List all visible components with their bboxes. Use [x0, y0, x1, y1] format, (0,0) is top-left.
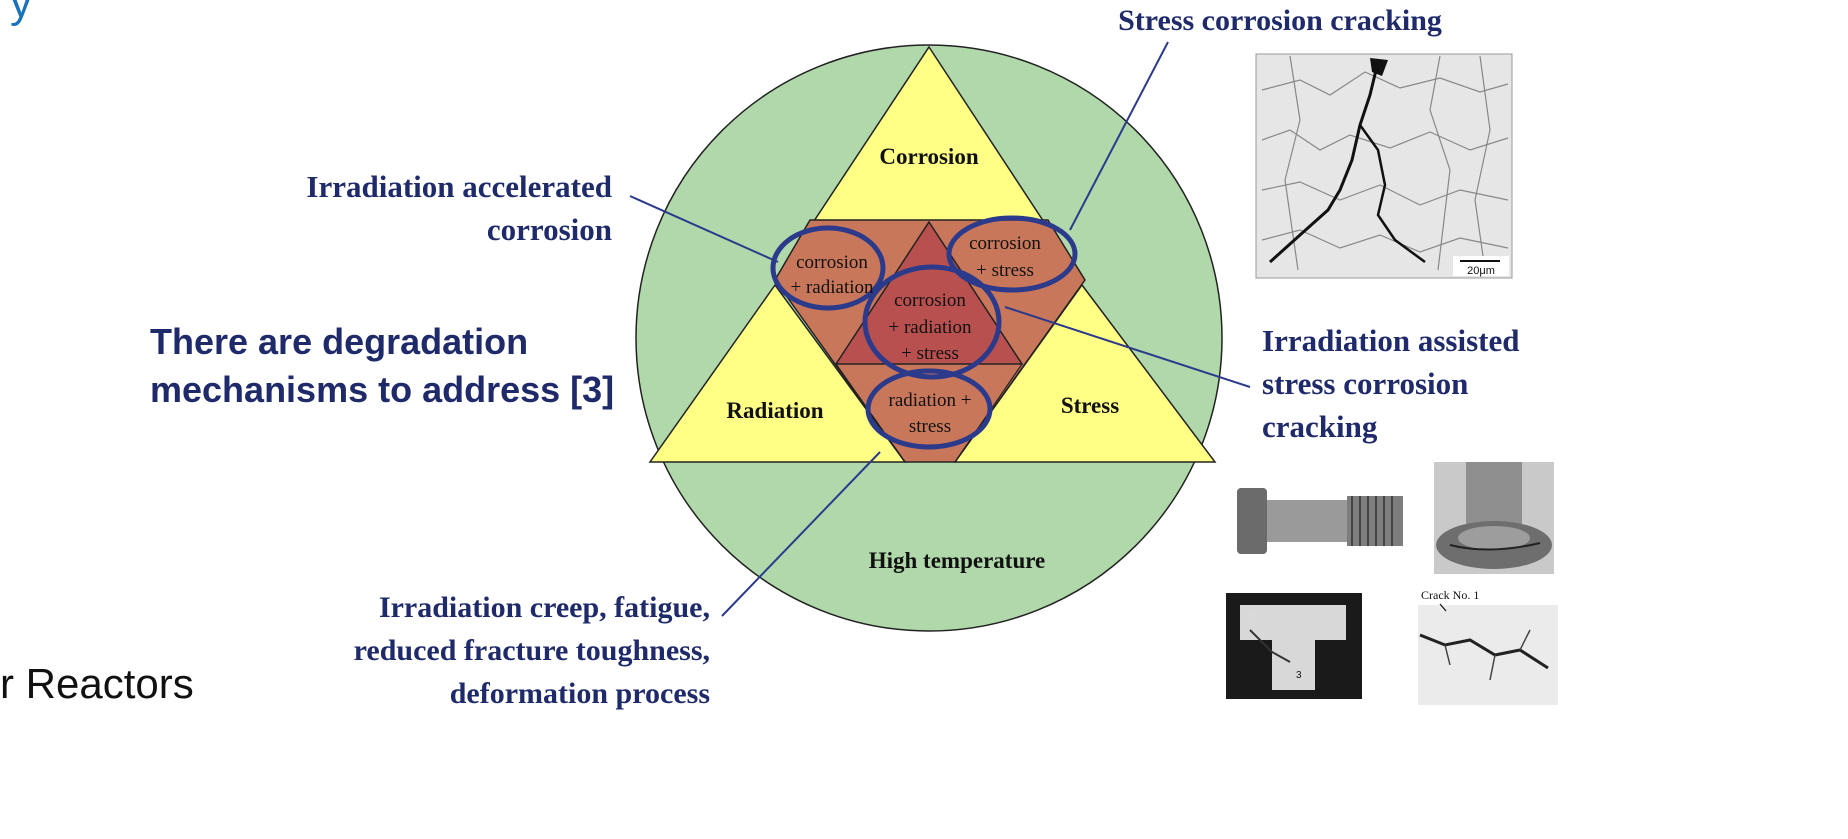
- highlight-corrosion-radiation: [770, 225, 886, 311]
- degradation-statement: There are degradation mechanisms to addr…: [150, 318, 614, 414]
- stress-label: Stress: [1061, 393, 1119, 418]
- degradation-statement-line-1: There are degradation: [150, 321, 529, 362]
- corrosion-stress-line-1: corrosion: [969, 233, 1041, 254]
- radiation-triangle: [648, 283, 907, 463]
- bolt-image: [1232, 478, 1408, 564]
- all-three-line-1: corrosion: [894, 290, 966, 311]
- highlight-radiation-stress: [865, 368, 993, 450]
- all-three-line-3: + stress: [901, 343, 959, 364]
- degradation-statement-line-2: mechanisms to address [3]: [150, 369, 615, 410]
- crack-texture-image: Crack No. 1: [1418, 588, 1558, 705]
- center-region: [834, 220, 1024, 365]
- callout-scc: Stress corrosion cracking: [1118, 4, 1442, 37]
- callout-accelerated-line-2: corrosion: [487, 212, 612, 247]
- corrosion-radiation-line-2: + radiation: [791, 277, 874, 298]
- svg-text:2: 2: [1248, 612, 1254, 623]
- callout-line-creep: [721, 451, 881, 617]
- corrosion-label: Corrosion: [879, 144, 978, 169]
- cracked-pipe-image: [1434, 462, 1554, 574]
- footer-fragment: r Reactors: [0, 660, 194, 707]
- all-three-line-2: + radiation: [889, 317, 972, 338]
- svg-text:3: 3: [1296, 670, 1302, 681]
- cross-section-image: 2 3: [1226, 593, 1362, 699]
- callout-creep-line-3: deformation process: [450, 677, 710, 710]
- corrosion-stress-line-2: + stress: [976, 260, 1034, 281]
- callout-line-scc: [1069, 41, 1169, 231]
- highlight-corrosion-stress: [946, 215, 1078, 293]
- callout-assisted-line-1: Irradiation assisted: [1262, 323, 1520, 358]
- title-fragment: y: [10, 0, 32, 27]
- micrograph-scale-label: 20μm: [1467, 265, 1495, 277]
- callout-assisted-line-3: cracking: [1262, 409, 1378, 444]
- callout-line-assisted: [1004, 306, 1251, 388]
- corrosion-radiation-line-1: corrosion: [796, 252, 868, 273]
- micrograph-image: 20μm: [1255, 53, 1513, 279]
- highlight-all-three: [862, 264, 1002, 380]
- radiation-stress-line-1: radiation +: [889, 390, 972, 411]
- callout-line-accelerated: [629, 195, 779, 263]
- callout-accelerated-line-1: Irradiation accelerated: [306, 169, 612, 204]
- radiation-stress-line-2: stress: [909, 416, 951, 437]
- callout-creep-line-2: reduced fracture toughness,: [354, 634, 710, 667]
- callout-creep-line-1: Irradiation creep, fatigue,: [379, 591, 710, 624]
- radiation-label: Radiation: [726, 398, 823, 423]
- callout-assisted-line-2: stress corrosion: [1262, 366, 1468, 401]
- crack-label: Crack No. 1: [1421, 588, 1479, 602]
- high-temperature-label: High temperature: [869, 548, 1046, 573]
